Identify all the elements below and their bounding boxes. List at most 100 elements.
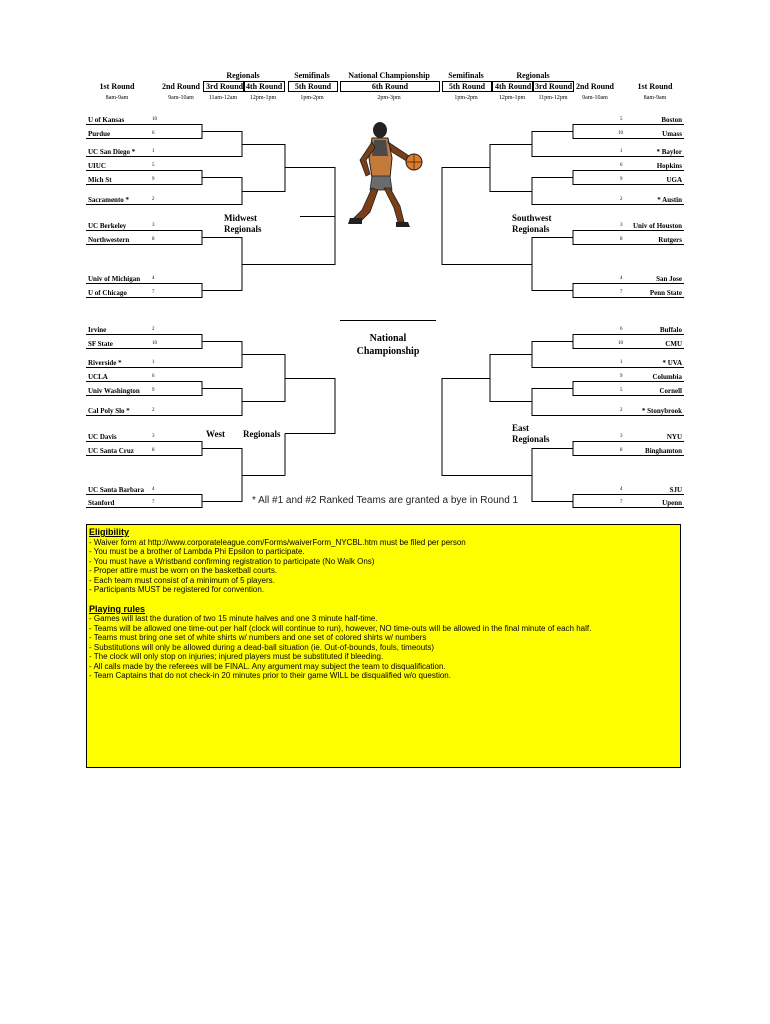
team-riverside: Riverside * [88, 359, 122, 367]
team-rutgers: Rutgers [658, 236, 682, 244]
left-round2-label: 2nd Round [161, 82, 201, 91]
playing-rules-title: Playing rules [89, 603, 146, 614]
team-upenn: Upenn [662, 499, 682, 507]
national-championship-header: National Championship [348, 71, 430, 80]
seed: 9 [620, 374, 623, 379]
left-round1-label: 1st Round [99, 82, 135, 91]
team-umass: Umass [662, 130, 682, 138]
playing-rule-line: - All calls made by the referees will be… [89, 661, 446, 671]
right-semifinals-label: Semifinals [448, 71, 484, 80]
team-uga: UGA [666, 176, 682, 184]
eligibility-line: - Participants MUST be registered for co… [89, 585, 265, 594]
right-round2-label: 2nd Round [575, 82, 615, 91]
playing-rule-line: - The clock will only stop on injuries; … [89, 652, 384, 661]
rules-box: Eligibility - Waiver form at http://www.… [86, 524, 681, 768]
seed: 10 [618, 131, 623, 136]
seed: 2 [620, 408, 623, 413]
seed: 8 [152, 237, 155, 242]
team-hopkins: Hopkins [656, 162, 682, 170]
seed: 7 [620, 500, 623, 505]
right-round3-label: 3rd Round [532, 81, 574, 92]
eligibility-line: - Waiver form at http://www.corporatelea… [89, 537, 466, 547]
southwest-regionals-label: Southwest Regionals [512, 213, 552, 234]
center-round6-label: 6th Round [340, 81, 440, 92]
seed: 3 [620, 434, 623, 439]
seed: 8 [620, 448, 623, 453]
team-mich-st: Mich St [88, 176, 112, 184]
eligibility-title: Eligibility [89, 527, 130, 537]
seed: 2 [152, 197, 155, 202]
team-san-jose: San Jose [656, 275, 682, 283]
team-sf-state: SF State [88, 340, 113, 348]
right-round3-time: 11pm-12pm [538, 95, 568, 101]
right-round4-time: 12pm-1pm [498, 95, 526, 101]
seed: 6 [620, 163, 623, 168]
seed: 5 [620, 388, 623, 393]
team-univ-of-houston: Univ of Houston [632, 222, 682, 230]
east-regionals-label: East Regionals [512, 423, 550, 444]
left-regionals-label: Regionals [226, 71, 260, 80]
west-label: West [206, 429, 225, 439]
seed: 8 [620, 237, 623, 242]
playing-rule-line: - Teams will be allowed one time-out per… [89, 623, 592, 633]
seed: 9 [620, 177, 623, 182]
seed: 6 [152, 131, 155, 136]
playing-rule-line: - Team Captains that do not check-in 20 … [89, 671, 451, 680]
playing-rule-line: - Games will last the duration of two 15… [89, 614, 378, 623]
midwest-regionals-label: Midwest Regionals [224, 213, 262, 234]
right-round5-time: 1pm-2pm [454, 95, 478, 101]
seed: 9 [152, 388, 155, 393]
seed: 7 [152, 500, 155, 505]
bye-note: * All #1 and #2 Ranked Teams are granted… [252, 495, 519, 506]
left-round5-time: 1pm-2pm [300, 95, 324, 101]
team-uc-berkeley: UC Berkeley [88, 222, 127, 230]
team-austin: * Austin [657, 196, 682, 204]
seed: 5 [152, 163, 155, 168]
team-uva: * UVA [662, 359, 682, 367]
seed: 4 [152, 276, 155, 281]
team-u-of-chicago: U of Chicago [88, 289, 127, 297]
national-championship-label: National Championship [356, 333, 420, 357]
right-round4-label: 4th Round [492, 81, 534, 92]
seed: 7 [620, 290, 623, 295]
team-uc-davis: UC Davis [88, 433, 117, 441]
left-round4-label: 4th Round [243, 81, 285, 92]
left-round1-time: 8am-9am [105, 95, 129, 101]
team-univ-of-michigan: Univ of Michigan [88, 275, 141, 283]
right-regionals-label: Regionals [516, 71, 550, 80]
right-round1-label: 1st Round [637, 82, 673, 91]
team-ucla: UCLA [88, 373, 108, 381]
seed: 7 [152, 290, 155, 295]
team-sacramento: Sacramento * [88, 196, 130, 204]
left-round4-time: 12pm-1pm [249, 95, 277, 101]
seed: 8 [152, 448, 155, 453]
team-baylor: * Baylor [656, 148, 682, 156]
left-round3-time: 11am-12am [208, 95, 238, 101]
seed: 2 [152, 408, 155, 413]
team-uc-san-diego: UC San Diego * [88, 148, 136, 156]
team-buffalo: Buffalo [659, 326, 682, 334]
eligibility-line: - Proper attire must be worn on the bask… [89, 566, 278, 575]
team-cal-poly-slo: Cal Poly Slo * [88, 407, 130, 415]
left-round3-label: 3rd Round [203, 81, 245, 92]
eligibility-line: - Each team must consist of a minimum of… [89, 575, 275, 585]
bracket-lines [86, 124, 684, 508]
right-round5-label: 5th Round [442, 81, 492, 92]
seed: 2 [152, 327, 155, 332]
seed: 4 [152, 487, 155, 492]
team-cornell: Cornell [659, 387, 682, 395]
seed: 1 [620, 149, 623, 154]
seed: 4 [620, 487, 623, 492]
seed: 1 [152, 149, 155, 154]
team-nyu: NYU [666, 433, 682, 441]
playing-rule-line: - Teams must bring one set of white shir… [89, 633, 427, 642]
right-round2-time: 9am-10am [582, 95, 608, 101]
seed: 10 [152, 341, 157, 346]
playing-rule-line: - Substitutions will only be allowed dur… [89, 642, 435, 652]
seed: 2 [620, 197, 623, 202]
team-purdue: Purdue [88, 130, 111, 138]
team-u-of-kansas: U of Kansas [88, 116, 125, 124]
team-uc-santa-barbara: UC Santa Barbara [88, 486, 145, 494]
seed: 3 [620, 223, 623, 228]
team-stanford: Stanford [88, 499, 115, 507]
